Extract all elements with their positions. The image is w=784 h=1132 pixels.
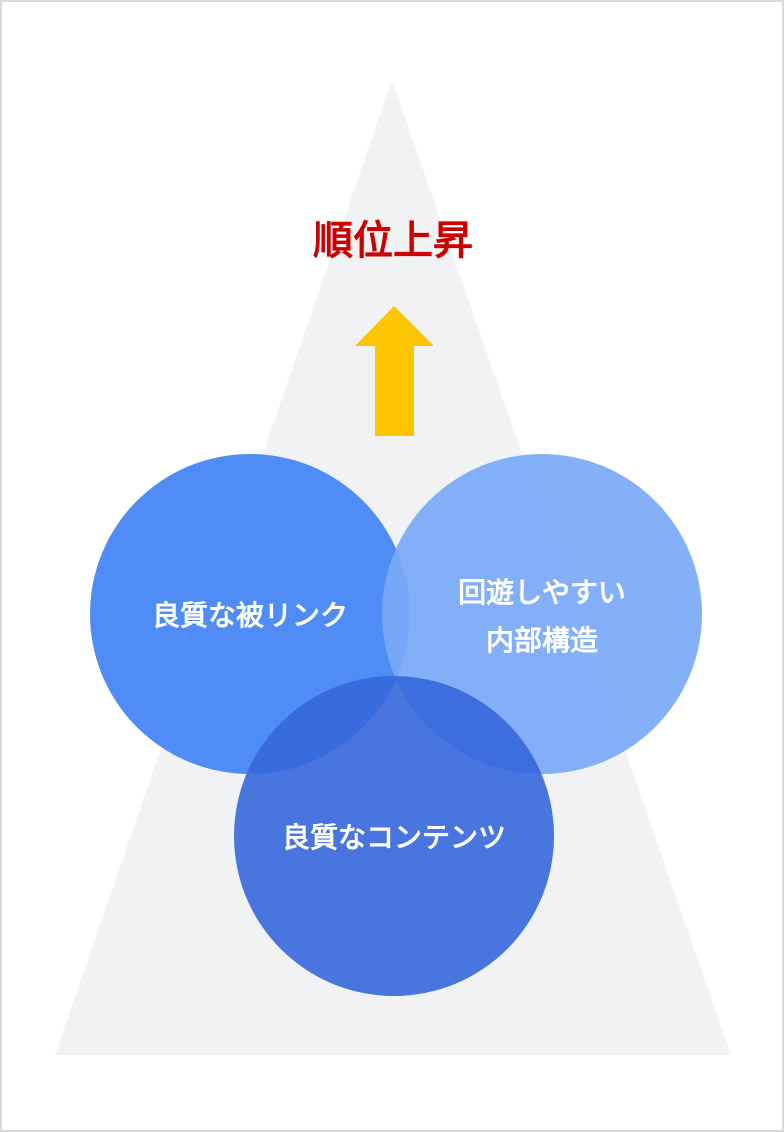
goal-title: 順位上昇 (313, 218, 473, 264)
circle-content (234, 676, 554, 996)
label-content: 良質なコンテンツ (282, 821, 506, 854)
label-backlinks: 良質な被リンク (152, 599, 348, 632)
label-structure-line1: 回遊しやすい (458, 576, 626, 609)
up-arrow-icon (355, 306, 434, 436)
label-structure-line2: 内部構造 (486, 624, 598, 657)
